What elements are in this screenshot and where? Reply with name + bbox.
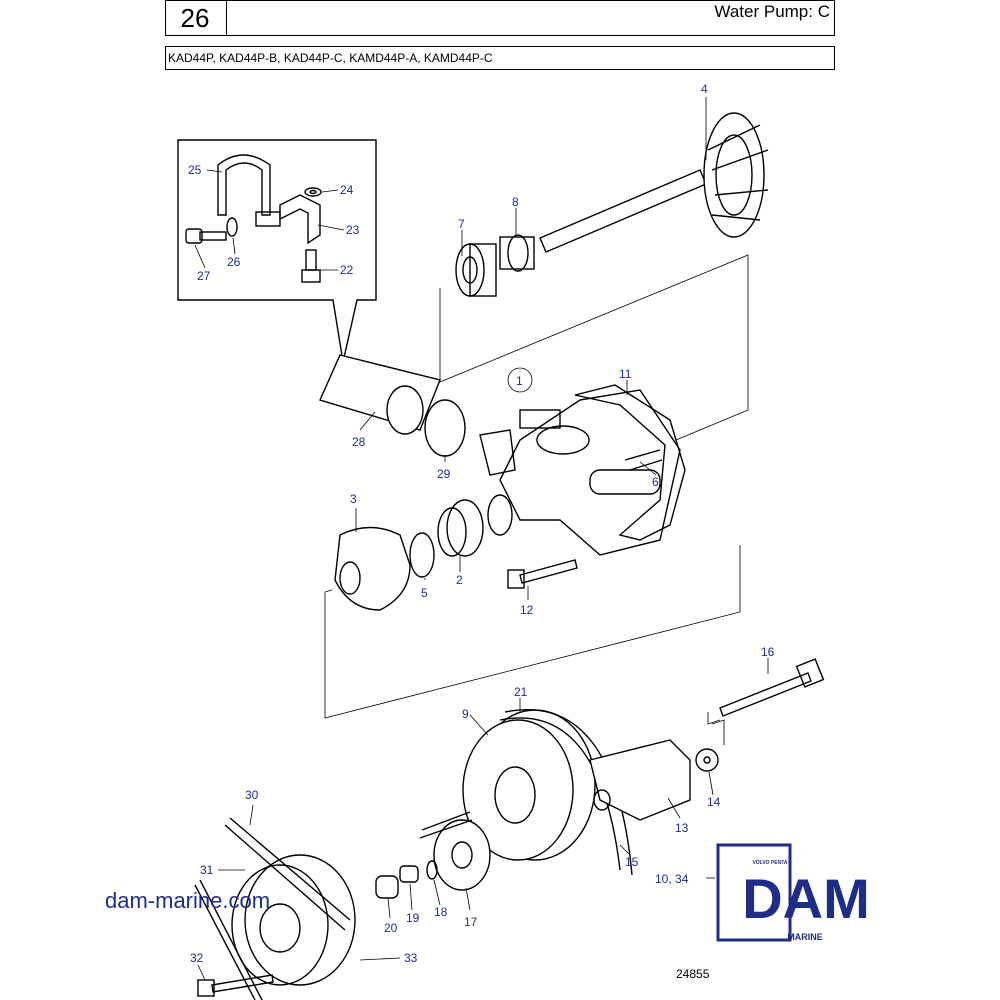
- callout-16: 16: [761, 645, 775, 659]
- callout-22: 22: [340, 263, 354, 277]
- callout-6: 6: [652, 475, 659, 489]
- volvo-penta-badge: VOLVO PENTA: [752, 860, 787, 866]
- pump-housing: [479, 389, 681, 556]
- gasket: [574, 384, 686, 541]
- hose-clamp: [424, 399, 466, 457]
- callout-10-34: 10, 34: [655, 872, 689, 886]
- callout-30: 30: [245, 788, 259, 802]
- callout-32: 32: [190, 951, 204, 965]
- diagram-reference: 24855: [676, 967, 710, 981]
- washer: [426, 860, 438, 880]
- crankshaft-pulley: [194, 817, 356, 1000]
- callout-7: 7: [458, 217, 465, 231]
- impeller-shaft: [539, 112, 769, 253]
- page-title: Water Pump: C: [714, 2, 830, 21]
- callout-3: 3: [350, 492, 357, 506]
- callout-20: 20: [384, 921, 398, 935]
- callout-19: 19: [406, 911, 420, 925]
- website-link[interactable]: dam-marine.com: [105, 888, 271, 913]
- callout-9: 9: [462, 707, 469, 721]
- dam-marine-logo: VOLVO PENTA DAM MARINE: [716, 843, 870, 942]
- assembly-bracket-mid: [324, 545, 741, 719]
- callout-8: 8: [512, 195, 519, 209]
- idler-pulley: [419, 811, 491, 891]
- callout-25: 25: [188, 163, 202, 177]
- hose: [319, 354, 441, 435]
- callout-5: 5: [421, 586, 428, 600]
- page-number-cell: [165, 0, 227, 36]
- hub: [334, 526, 411, 611]
- callout-13: 13: [675, 821, 689, 835]
- callout-1: 1: [516, 374, 523, 388]
- page-number: 26: [180, 2, 210, 33]
- callout-18: 18: [434, 905, 448, 919]
- tensioner-bracket: [589, 739, 691, 821]
- callout-4: 4: [701, 82, 708, 96]
- callout-26: 26: [227, 255, 241, 269]
- pulley-bolt: [197, 974, 274, 997]
- circlip: [409, 532, 435, 578]
- assembly-bracket-top: [439, 254, 749, 441]
- callout-27: 27: [197, 269, 211, 283]
- callout-31: 31: [200, 863, 214, 877]
- bolt: [507, 559, 578, 589]
- models-box: [165, 46, 835, 70]
- callout-12: 12: [520, 603, 534, 617]
- callout-29: 29: [437, 467, 451, 481]
- callout-11: 11: [619, 367, 632, 381]
- bearing-seal: [455, 234, 535, 297]
- tension-bolt: [707, 658, 825, 745]
- callout-2: 2: [456, 573, 463, 587]
- callout-15: 15: [625, 855, 639, 869]
- callout-17: 17: [464, 915, 478, 929]
- model-list: KAD44P, KAD44P-B, KAD44P-C, KAMD44P-A, K…: [168, 51, 493, 65]
- callout-21: 21: [514, 685, 528, 699]
- star-washer: [695, 748, 719, 772]
- callout-33: 33: [404, 951, 418, 965]
- callout-leaders: [194, 97, 769, 981]
- callout-23: 23: [346, 223, 360, 237]
- logo-subtitle: MARINE: [787, 932, 823, 942]
- bearing: [437, 499, 484, 557]
- inset-detail: [177, 139, 377, 363]
- callout-14: 14: [707, 795, 721, 809]
- callout-24: 24: [340, 183, 354, 197]
- spacer: [375, 875, 399, 899]
- water-pump-pulley: [462, 708, 633, 876]
- bushing: [399, 865, 419, 883]
- callout-28: 28: [352, 435, 366, 449]
- assembly-callout-circle: [507, 367, 533, 393]
- header-box: [165, 0, 835, 36]
- logo-brand: DAM: [742, 867, 870, 930]
